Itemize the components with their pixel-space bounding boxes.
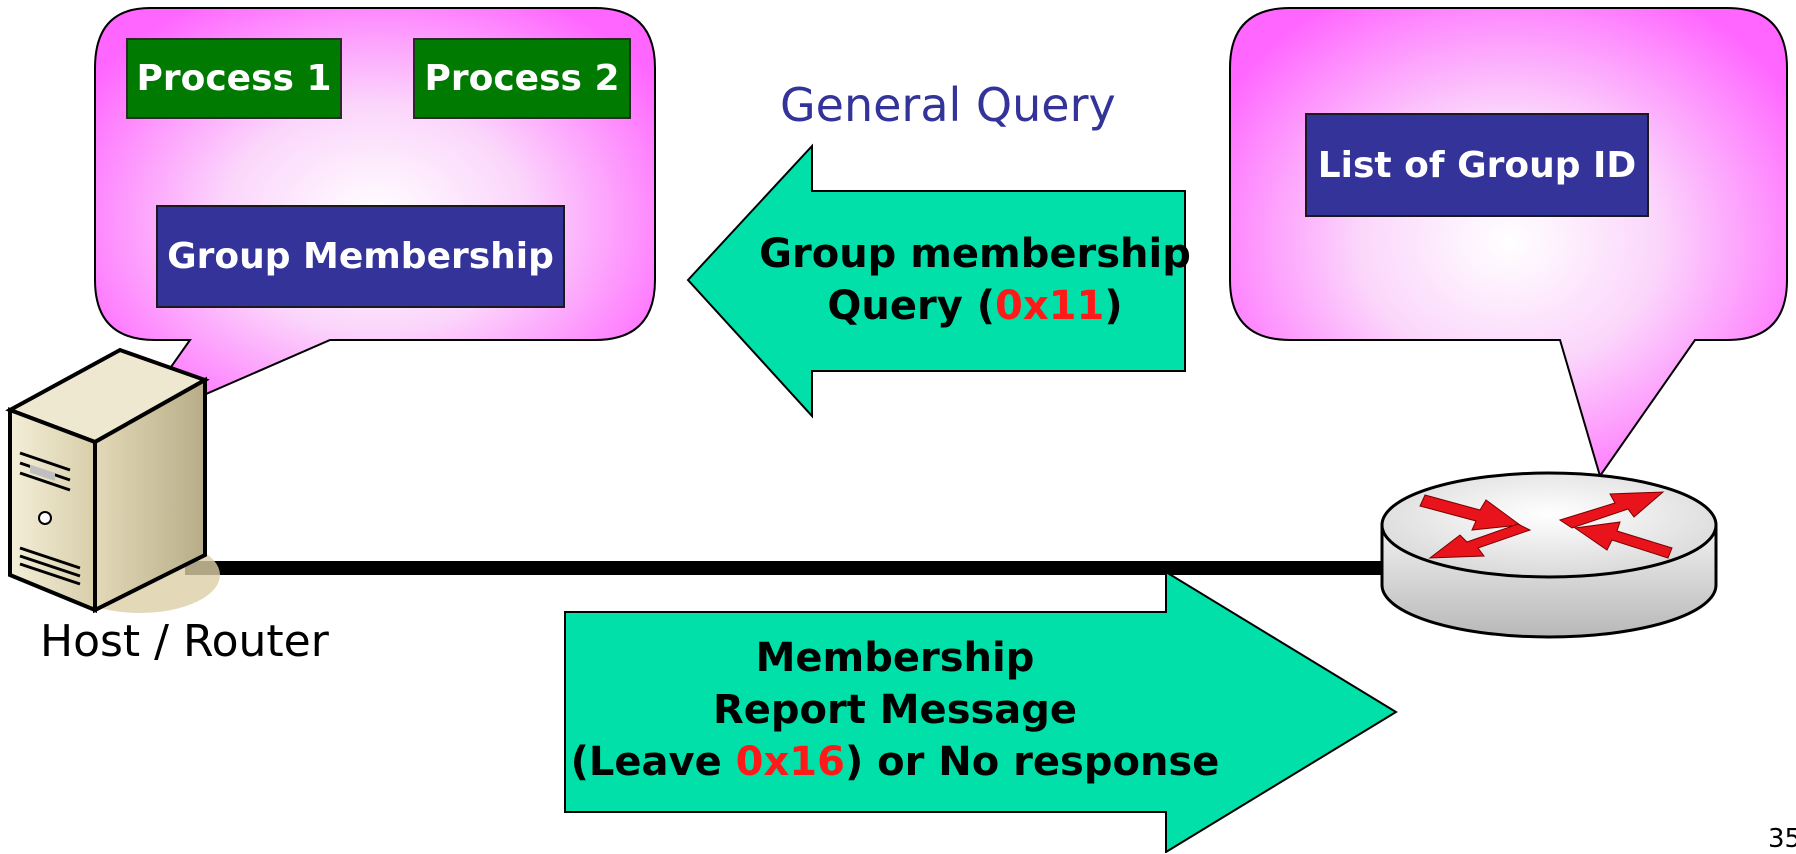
- router-speech-bubble: [1229, 7, 1788, 479]
- server-icon: [5, 347, 220, 614]
- report-line-2: Report Message: [712, 687, 1078, 733]
- report-line-1: Membership: [755, 635, 1035, 681]
- process-2-label: Process 2: [424, 58, 620, 99]
- group-id-list-label: List of Group ID: [1317, 144, 1637, 186]
- process-1-box: Process 1: [126, 38, 342, 119]
- report-code: 0x16: [735, 739, 845, 785]
- group-membership-box: Group Membership: [156, 205, 565, 308]
- report-line-3: (Leave 0x16) or No response: [570, 739, 1220, 785]
- query-arrow-text: Group membership Query (0x11): [735, 228, 1215, 332]
- query-arrow: [686, 143, 1186, 419]
- query-code: 0x11: [995, 283, 1105, 329]
- query-line-2: Query (0x11): [827, 283, 1123, 329]
- router-icon: [1380, 471, 1718, 639]
- process-1-label: Process 1: [136, 58, 332, 99]
- process-2-box: Process 2: [413, 38, 631, 119]
- page-number: 35: [1768, 824, 1796, 854]
- general-query-label: General Query: [780, 78, 1116, 132]
- host-router-label: Host / Router: [40, 616, 329, 667]
- group-membership-label: Group Membership: [167, 236, 554, 277]
- report-arrow-text: Membership Report Message (Leave 0x16) o…: [530, 632, 1260, 788]
- query-line-1: Group membership: [759, 231, 1191, 277]
- network-link: [185, 561, 1415, 575]
- report-arrow: [564, 570, 1398, 853]
- group-id-list-box: List of Group ID: [1305, 113, 1649, 217]
